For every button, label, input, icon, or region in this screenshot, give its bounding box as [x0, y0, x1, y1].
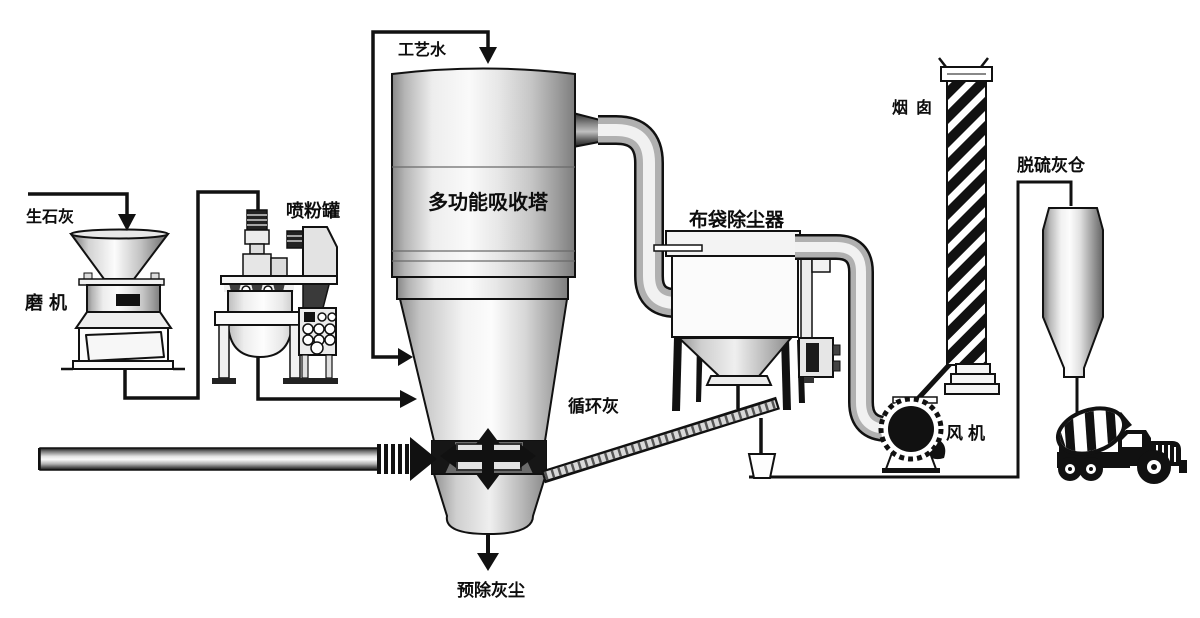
flow-arrows [118, 47, 536, 571]
tank-feed-arrowhead [400, 390, 417, 408]
ash-silo-graphic [1042, 207, 1104, 378]
label-bag-filter: 布袋除尘器 [689, 209, 785, 231]
flow-lines [28, 30, 1079, 555]
quicklime-arrowhead [118, 214, 136, 231]
pre-dust-arrowhead [477, 553, 499, 571]
absorber-tower-graphic [391, 67, 605, 536]
tank-to-absorber-line [256, 352, 400, 401]
label-quicklime: 生石灰 [26, 207, 75, 226]
bagfilter-to-fan-pipe [795, 234, 896, 442]
ash-cup [747, 453, 777, 479]
water-side-arrowhead [398, 348, 413, 366]
label-circulating-ash: 循环灰 [568, 397, 619, 417]
mixer-truck-icon [1054, 403, 1187, 484]
mill-graphic [61, 228, 185, 371]
flue-gas-arrowhead [410, 437, 437, 481]
water-top-arrowhead [479, 47, 497, 64]
ash-conveying-line [749, 180, 1073, 479]
four-way-arrow [440, 428, 536, 490]
label-fan: 风机 [946, 424, 990, 444]
tower-bottom-hopper [432, 473, 548, 536]
mill-to-tank-line [123, 190, 260, 400]
label-powder-tank: 喷粉罐 [286, 201, 340, 222]
label-stack: 烟囱 [892, 98, 941, 117]
stack-graphic [938, 57, 1000, 395]
bag-filter-graphic [653, 230, 841, 411]
label-absorber: 多功能吸收塔 [428, 190, 548, 214]
quicklime-feed-line [28, 192, 129, 216]
flue-gas-duct [38, 447, 379, 471]
circulating-ash-conveyor [541, 396, 780, 484]
label-ash-silo: 脱硫灰仓 [1017, 156, 1085, 176]
process-water-line [371, 30, 490, 359]
label-process-water: 工艺水 [398, 40, 447, 59]
label-pre-dust: 预除灰尘 [457, 581, 525, 601]
powder-tank-graphic [212, 209, 338, 384]
label-mill: 磨机 [25, 293, 73, 314]
tower-to-bagfilter-pipe [598, 115, 684, 318]
fan-graphic [878, 396, 946, 473]
